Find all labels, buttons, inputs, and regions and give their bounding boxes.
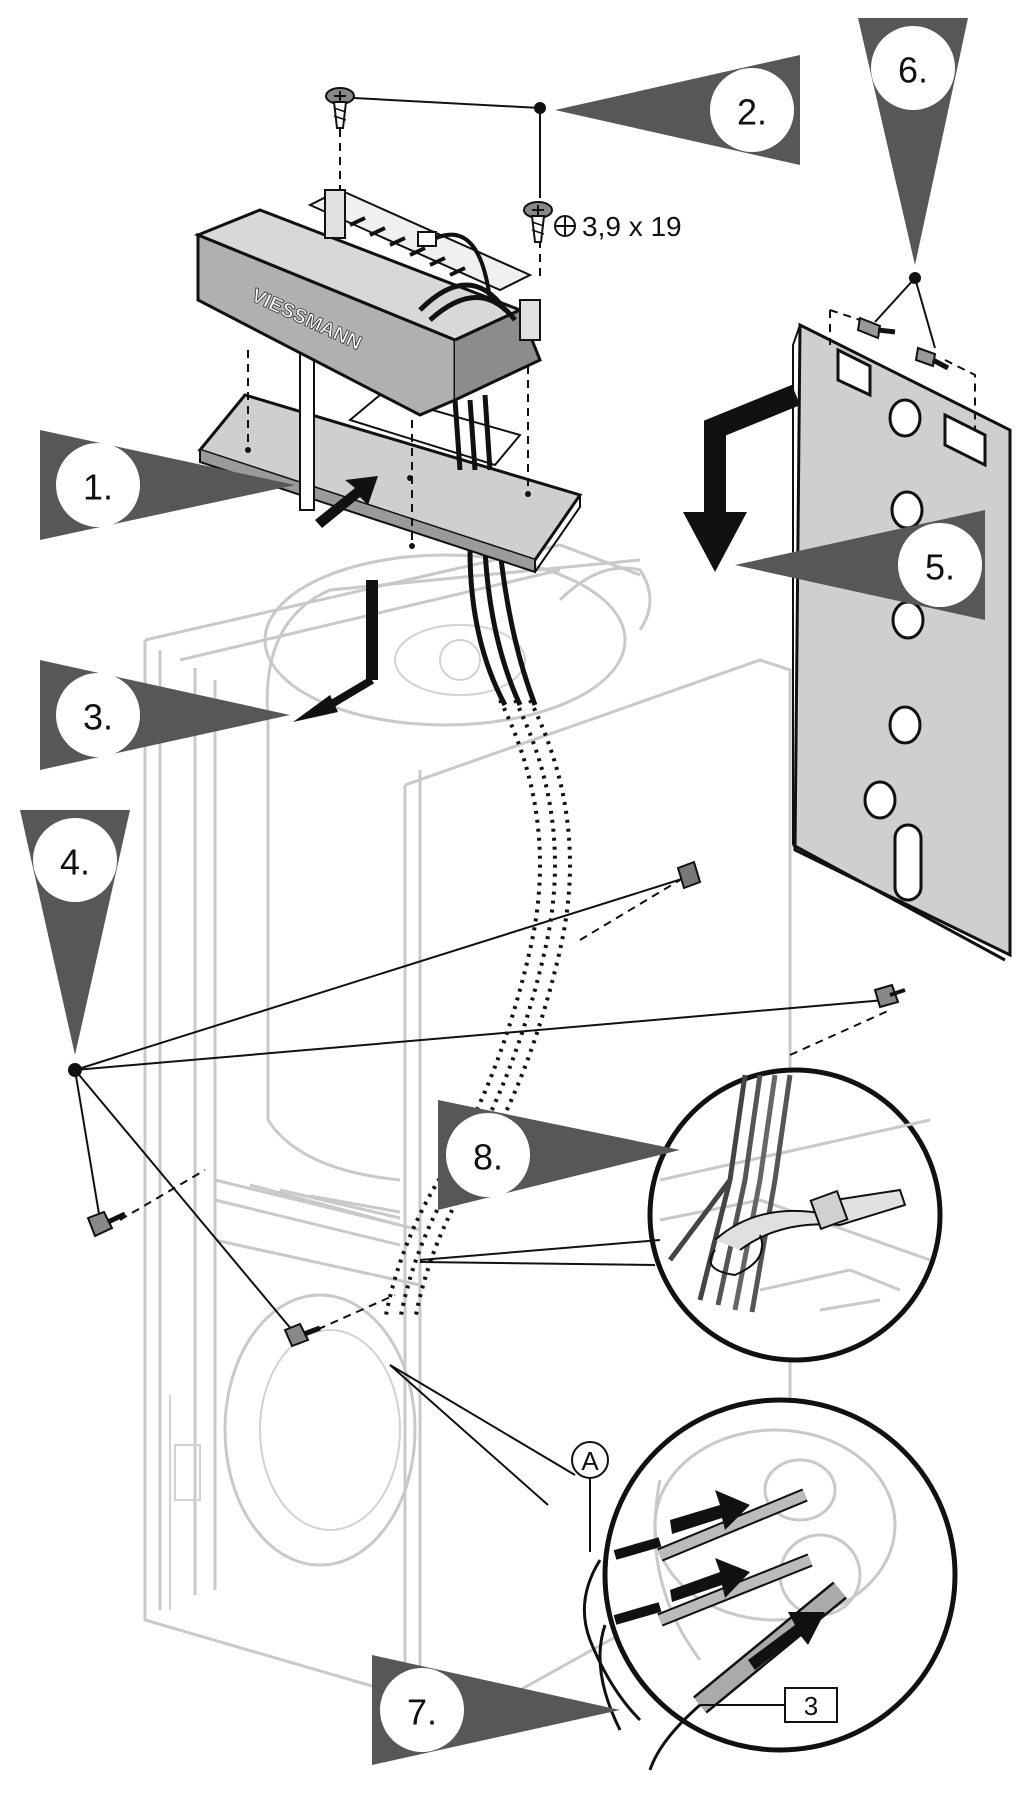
cable-tie-icon (714, 1188, 907, 1251)
callout-3-label: 3 (804, 1691, 818, 1721)
step-2-leaders (353, 97, 546, 198)
screw-spec-text: 3,9 x 19 (582, 211, 682, 242)
alignment-lines (247, 115, 541, 546)
step-8-leaders (419, 1239, 661, 1266)
step-6-leaders (874, 272, 936, 349)
step-1-marker: 1. (40, 430, 295, 540)
callout-a-label: A (581, 1446, 599, 1476)
side-screw-2 (873, 983, 906, 1009)
step-4-label: 4. (60, 842, 90, 883)
step-6-marker: 6. (858, 18, 968, 265)
screw-spec: 3,9 x 19 (554, 211, 682, 242)
step-5-marker: 5. (735, 510, 985, 620)
step-6-label: 6. (898, 50, 928, 91)
side-screw-3 (86, 1210, 127, 1238)
detail-cable-tie (647, 1067, 943, 1363)
step-8-marker: 8. (438, 1100, 680, 1210)
mounting-plate (197, 393, 583, 574)
wall-plate-screw-right (914, 346, 950, 371)
wall-plate-screw-left (856, 316, 896, 340)
step-4-leaders (68, 877, 891, 1336)
wall-plate (792, 309, 1012, 962)
side-screw-4 (283, 1322, 321, 1348)
cable-route (383, 549, 572, 1321)
step-7-marker: 7. (372, 1655, 620, 1765)
step-1-label: 1. (83, 467, 113, 508)
step-2-label: 2. (737, 92, 767, 133)
control-module: VIESSMANN (194, 188, 542, 471)
step-3-marker: 3. (40, 660, 290, 770)
screw-top-left (325, 87, 355, 129)
step-1-arrow (315, 476, 378, 528)
step-8-label: 8. (473, 1137, 503, 1178)
step-7-label: 7. (407, 1692, 437, 1733)
boiler-housing (143, 543, 792, 1702)
step-3-label: 3. (83, 697, 113, 738)
step-5-label: 5. (925, 547, 955, 588)
screw-top-right (523, 201, 553, 243)
detail-sensor-connect: A 3 (571, 1397, 958, 1771)
step-4-marker: 4. (20, 810, 130, 1055)
side-screw-1 (676, 860, 702, 890)
step-2-marker: 2. (555, 55, 800, 165)
step-5-arrow (683, 384, 801, 572)
step-3-arrow (293, 580, 378, 722)
step-7-leaders (389, 1364, 576, 1506)
